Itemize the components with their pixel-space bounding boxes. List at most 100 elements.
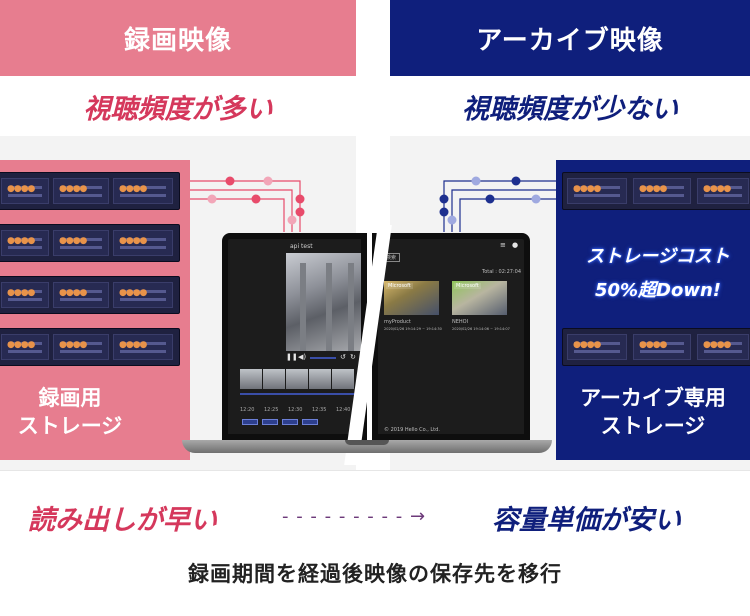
rack-unit (1, 282, 49, 308)
archive-storage-label-line1: アーカイブ専用 (580, 386, 726, 410)
server-rack: ●●●●●●●●●●●● (0, 172, 180, 210)
cost-badge-line1: ストレージコスト (586, 246, 730, 267)
wire-node-icon (485, 194, 495, 204)
server-rack: ●●●● ●●●● ●●●● (562, 328, 750, 366)
camera-time-2: 2020/02/26 19:14:06 ~ 19:14:07 (452, 327, 510, 332)
rack-unit (697, 334, 749, 360)
film-frame[interactable] (240, 369, 262, 389)
archive-header: アーカイブ映像 (390, 0, 750, 76)
wire-node-icon (471, 176, 481, 186)
arrow-right-icon: - - - - - - - - - → (282, 506, 427, 527)
wire-node-icon (225, 176, 235, 186)
rack-unit (113, 334, 173, 360)
copyright: © 2019 Hello Co., Ltd. (384, 427, 440, 433)
status-led-icon: ●●●● (59, 184, 87, 194)
volume-slider[interactable] (310, 357, 336, 359)
timeline-button[interactable] (242, 419, 258, 425)
pause-icon[interactable]: ❚❚ (286, 353, 298, 361)
section-divider (0, 470, 750, 471)
wire-node-icon (531, 194, 541, 204)
wire-node-icon (295, 207, 305, 217)
recorded-storage-label-line2: ストレージ (17, 414, 123, 438)
server-rack: ●●●●●●●●●●●● (0, 276, 180, 314)
status-led-icon: ●●●● (119, 184, 147, 194)
timeline-button[interactable] (262, 419, 278, 425)
rack-unit (53, 282, 109, 308)
wire (451, 189, 556, 232)
timeline-tick: 12:40 (336, 407, 351, 413)
film-frame[interactable] (309, 369, 331, 389)
status-led-icon: ●●●● (573, 184, 601, 194)
account-icon[interactable]: ● (512, 241, 519, 249)
rewind-icon[interactable]: ↺ (340, 353, 346, 361)
timeline-tick: 12:35 (312, 407, 327, 413)
server-rack: ●●●● ●●●● ●●●● (0, 224, 180, 262)
video-pillar (348, 263, 354, 351)
rack-unit (1, 334, 49, 360)
recorded-frequency: 視聴頻度が多い (0, 76, 356, 136)
wire-node-icon (447, 215, 457, 225)
status-led-icon: ●●●● (119, 288, 147, 298)
wire (190, 198, 285, 232)
film-frame[interactable] (286, 369, 308, 389)
status-led-icon: ●●●● (7, 340, 35, 350)
timeline-tick: 12:20 (240, 407, 255, 413)
wire (443, 180, 556, 232)
status-led-icon: ●●●● (59, 236, 87, 246)
wire (190, 189, 293, 232)
wire-node-icon (511, 176, 521, 186)
app-title: api test (290, 243, 313, 250)
status-led-icon: ●●●● (119, 236, 147, 246)
rack-unit (113, 178, 173, 204)
rack-unit (1, 178, 49, 204)
rack-unit (633, 178, 691, 204)
status-led-icon: ●●●● (639, 340, 667, 350)
menu-icon[interactable]: ≡ (500, 241, 506, 249)
rack-unit (567, 334, 627, 360)
timeline-track[interactable] (240, 393, 360, 395)
status-led-icon: ●●●● (703, 184, 731, 194)
video-pillar (300, 263, 306, 351)
timeline-tick: 12:25 (264, 407, 279, 413)
archive-frequency: 視聴頻度が少ない (390, 76, 750, 136)
recorded-storage-label-line1: 録画用 (38, 386, 102, 410)
film-frame[interactable] (332, 369, 354, 389)
timeline-tick: 12:30 (288, 407, 303, 413)
rack-unit (113, 282, 173, 308)
volume-icon[interactable]: ◀) (298, 353, 307, 361)
wire-node-icon (439, 207, 449, 217)
status-led-icon: ●●●● (703, 340, 731, 350)
laptop-screen-right: ≡ ● 検索 Total : 02:27:04 Microsoft Micros… (372, 233, 530, 440)
camera-tag-2: Microsoft (454, 283, 481, 289)
camera-tag-1: Microsoft (386, 283, 413, 289)
camera-time-1: 2020/02/26 19:14:29 ~ 19:14:30 (384, 327, 442, 332)
low-cost-label: 容量単価が安い (492, 505, 681, 536)
status-led-icon: ●●●● (7, 236, 35, 246)
rack-unit (633, 334, 691, 360)
migration-caption: 録画期間を経過後映像の保存先を移行 (188, 562, 562, 586)
status-led-icon: ●●●● (59, 288, 87, 298)
forward-icon[interactable]: ↻ (350, 353, 356, 361)
camera-thumbnail-2[interactable] (452, 281, 507, 315)
laptop-notch (345, 440, 389, 445)
status-led-icon: ●●●● (119, 340, 147, 350)
rack-unit (53, 334, 109, 360)
rack-unit (1, 230, 49, 256)
film-frame[interactable] (263, 369, 285, 389)
rack-unit (53, 230, 109, 256)
status-led-icon: ●●●● (639, 184, 667, 194)
video-player[interactable] (286, 253, 361, 351)
server-rack: ●●●● ●●●● ●●●● (562, 172, 750, 210)
fast-read-label: 読み出しが早い (28, 505, 217, 536)
status-led-icon: ●●●● (573, 340, 601, 350)
camera-name-2: NEHOI (452, 319, 469, 325)
rack-unit (53, 178, 109, 204)
status-led-icon: ●●●● (59, 340, 87, 350)
cost-down-badge: ストレージコスト 50%超Down! (570, 240, 746, 312)
timeline-button[interactable] (302, 419, 318, 425)
timeline-button[interactable] (282, 419, 298, 425)
video-pillar (326, 263, 332, 351)
rack-unit (113, 230, 173, 256)
camera-thumbnail-1[interactable] (384, 281, 439, 315)
filmstrip[interactable] (240, 369, 354, 389)
